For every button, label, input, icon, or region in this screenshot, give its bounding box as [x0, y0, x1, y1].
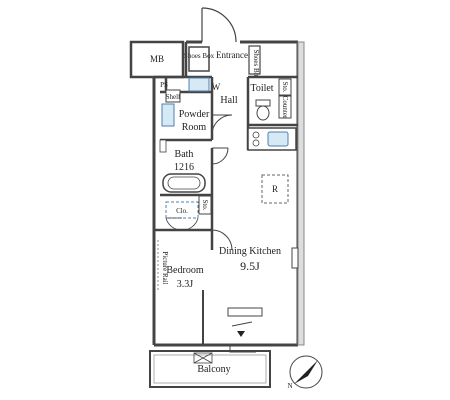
refrigerator-space	[261, 174, 289, 204]
sto-top-box	[278, 78, 292, 96]
bath-door	[211, 147, 229, 165]
drain-hatch	[193, 352, 213, 364]
washer	[188, 77, 210, 92]
toilet-label: Toilet	[250, 83, 273, 94]
balcony-inner	[153, 354, 267, 384]
compass-needle	[294, 360, 318, 384]
bedroom-size: 3.3J	[177, 279, 194, 290]
ps-label: PS	[160, 81, 168, 89]
compass-circle	[289, 355, 323, 389]
shoes-box-label: Shoes Box	[184, 52, 215, 60]
closet-doors	[165, 217, 199, 231]
bathtub-inner	[167, 176, 201, 190]
entrance-label: Entrance	[216, 50, 248, 60]
bath-label: Bath	[175, 149, 194, 160]
powder-door	[211, 114, 233, 136]
refrigerator-label: R	[272, 184, 278, 194]
toilet-bowl	[255, 99, 271, 121]
stove	[252, 131, 260, 147]
shelf-label: Shelf	[166, 93, 181, 101]
shoes-bit-label: Shoes Bit	[252, 49, 260, 76]
counter-label: Counter	[281, 96, 289, 119]
window-marker	[291, 247, 299, 269]
sto-mid-box	[198, 195, 212, 215]
washbasin	[161, 103, 175, 127]
bath-shelf	[159, 139, 167, 153]
hall-label: Hall	[220, 95, 237, 106]
mb-label: MB	[150, 54, 164, 64]
kitchen-sink	[267, 131, 289, 147]
vent-arrow	[237, 331, 245, 337]
closet	[165, 201, 199, 219]
powder-room-label-line2: Room	[182, 122, 207, 133]
sto-top-label: Sto.	[281, 81, 289, 92]
shelf-box	[165, 89, 181, 103]
aircon-line	[231, 321, 253, 327]
balcony-label: Balcony	[197, 364, 230, 375]
picture-rail-label: Picture Rail	[161, 251, 169, 284]
dining-kitchen-size: 9.5J	[240, 259, 260, 273]
bedroom-door	[211, 229, 233, 251]
washer-label: W	[212, 82, 221, 92]
sto-mid-label: Sto.	[201, 199, 209, 210]
powder-room-label-line1: Powder	[179, 109, 210, 120]
balcony-area	[149, 350, 271, 388]
entrance-door	[201, 7, 237, 43]
dining-kitchen-label: Dining Kitchen	[219, 246, 281, 257]
shoes-bit-box	[248, 45, 261, 75]
aircon-unit	[227, 307, 263, 317]
bath-size-label: 1216	[174, 162, 194, 173]
compass: N	[287, 355, 323, 390]
mb-box	[129, 40, 185, 79]
outer-column	[297, 41, 305, 346]
bedroom-label: Bedroom	[166, 265, 203, 276]
closet-label: Clo.	[176, 207, 188, 215]
shoes-box	[188, 46, 210, 72]
compass-north-label: N	[287, 382, 292, 390]
counter-box	[278, 95, 292, 119]
bathtub	[162, 173, 206, 193]
